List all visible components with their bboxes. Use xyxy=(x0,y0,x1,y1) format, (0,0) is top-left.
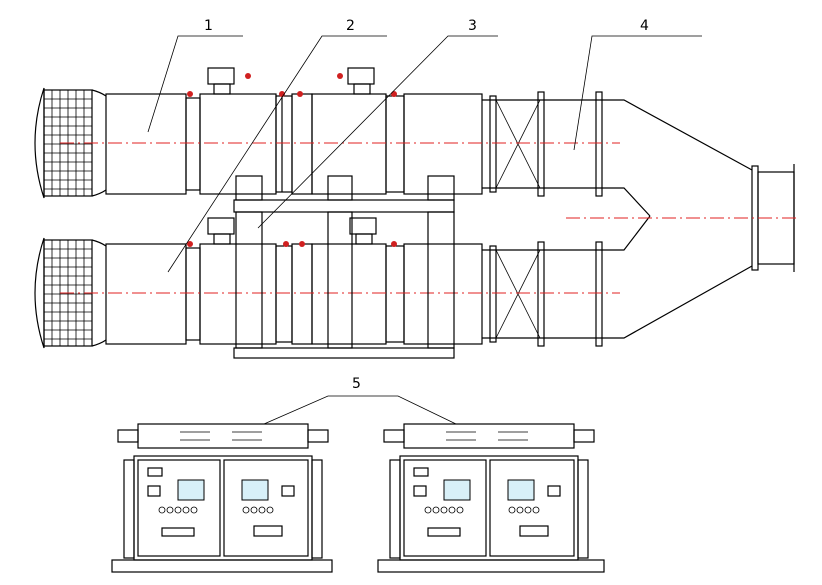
outlet-transition xyxy=(566,164,800,272)
lower-fan-assembly xyxy=(34,215,753,349)
callout-1: 1 xyxy=(204,18,213,34)
callout-5: 5 xyxy=(352,376,361,392)
callout-labels: 1 2 3 4 5 xyxy=(204,18,649,392)
cabinet-left xyxy=(111,423,333,573)
callout-leaders xyxy=(147,35,702,425)
callout-4: 4 xyxy=(640,18,649,34)
upper-fan-assembly xyxy=(34,67,753,217)
callout-3: 3 xyxy=(468,18,477,34)
support-frame xyxy=(233,175,455,359)
cabinet-right xyxy=(377,423,605,573)
callout-2: 2 xyxy=(346,18,355,34)
